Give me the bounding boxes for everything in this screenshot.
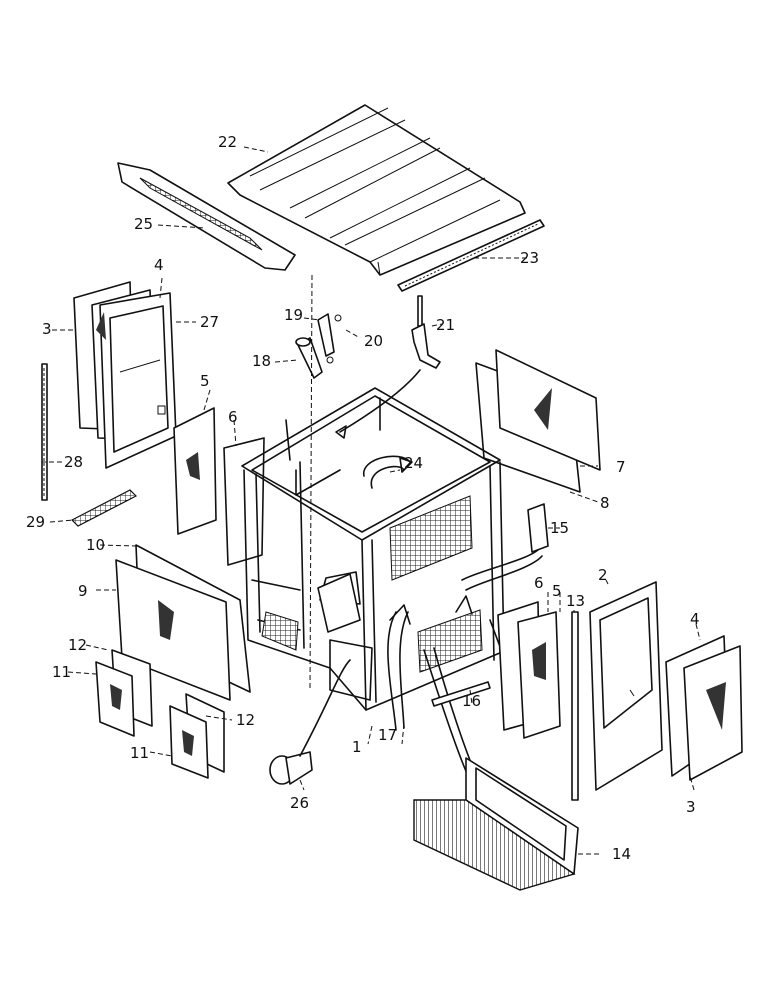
callout-10: 10 xyxy=(86,536,105,554)
callout-17: 17 xyxy=(378,726,397,744)
callout-12b: 12 xyxy=(236,711,255,729)
callout-25: 25 xyxy=(134,215,153,233)
callout-6b: 6 xyxy=(534,574,544,592)
callout-11b: 11 xyxy=(130,744,149,762)
callout-6a: 6 xyxy=(228,408,238,426)
callout-23: 23 xyxy=(520,249,539,267)
grille-strip xyxy=(70,489,138,527)
callout-28: 28 xyxy=(64,453,83,471)
callout-15: 15 xyxy=(550,519,569,537)
hinge-parts xyxy=(295,295,441,379)
callout-5b: 5 xyxy=(552,582,562,600)
callout-1: 1 xyxy=(352,738,362,756)
cab-frame xyxy=(241,274,505,711)
door-seal-strip xyxy=(41,363,48,501)
callout-16: 16 xyxy=(462,692,481,710)
sill-strip xyxy=(431,681,491,707)
callout-3a: 3 xyxy=(42,320,52,338)
callout-9: 9 xyxy=(78,582,88,600)
callout-29: 29 xyxy=(26,513,45,531)
air-filter-box xyxy=(413,757,579,891)
callout-2: 2 xyxy=(598,566,608,584)
callout-8: 8 xyxy=(600,494,610,512)
vent-panel xyxy=(117,162,296,271)
lower-small-windows xyxy=(95,649,225,779)
callout-14: 14 xyxy=(612,845,631,863)
callout-labels: 22 23 25 4 3 27 19 20 21 18 5 6 24 7 8 2… xyxy=(26,133,700,863)
callout-26: 26 xyxy=(290,794,309,812)
assembly-arrows xyxy=(335,369,543,781)
right-door xyxy=(589,581,663,791)
callout-13: 13 xyxy=(566,592,585,610)
callout-18: 18 xyxy=(252,352,271,370)
right-door-glasses xyxy=(665,635,743,781)
callout-4b: 4 xyxy=(690,610,700,628)
heater-control-knob xyxy=(269,659,351,785)
right-side-windows xyxy=(497,601,561,739)
callout-7: 7 xyxy=(616,458,626,476)
callout-22: 22 xyxy=(218,133,237,151)
callout-5a: 5 xyxy=(200,372,210,390)
callout-21: 21 xyxy=(436,316,455,334)
roof-trim-strip xyxy=(397,219,545,292)
callout-20: 20 xyxy=(364,332,383,350)
callout-4a: 4 xyxy=(154,256,164,274)
callout-24: 24 xyxy=(404,454,423,472)
callout-27: 27 xyxy=(200,313,219,331)
rubber-seal-strip xyxy=(571,611,579,801)
left-door-assembly xyxy=(73,281,177,469)
callout-12a: 12 xyxy=(68,636,87,654)
callout-3b: 3 xyxy=(686,798,696,816)
right-rear-windows xyxy=(475,349,601,493)
switch-box xyxy=(527,503,549,553)
callout-19: 19 xyxy=(284,306,303,324)
roof-panel xyxy=(227,104,526,276)
callout-11a: 11 xyxy=(52,663,71,681)
leader-lines xyxy=(42,146,701,855)
left-windows xyxy=(173,407,265,566)
